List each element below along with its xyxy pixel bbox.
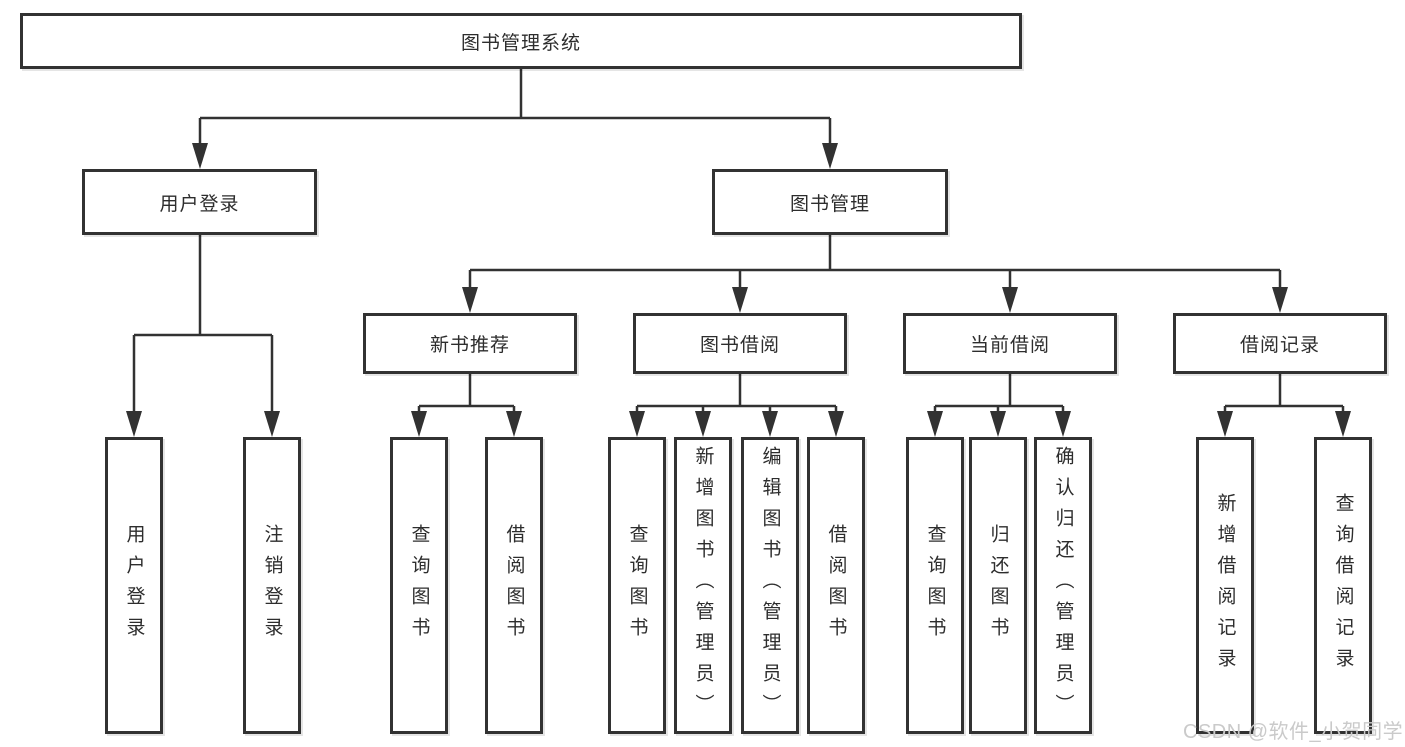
node-borrow-books-borrowing: 借阅图书	[807, 437, 865, 734]
node-label: 查询图书	[408, 523, 430, 648]
node-user-login: 用户登录	[105, 437, 163, 734]
node-edit-book-admin: 编辑图书（管理员）	[741, 437, 799, 734]
node-label: 查询图书	[924, 523, 946, 648]
node-label: 用户登录	[123, 523, 145, 648]
node-label: 归还图书	[987, 523, 1009, 648]
node-query-books-current: 查询图书	[906, 437, 964, 734]
node-label: 用户登录	[159, 193, 240, 215]
node-borrow-records: 借阅记录	[1173, 313, 1387, 374]
node-query-borrow-record: 查询借阅记录	[1314, 437, 1372, 734]
node-label: 借阅图书	[825, 523, 847, 648]
node-label: 新书推荐	[429, 335, 510, 356]
node-query-books-borrowing: 查询图书	[608, 437, 666, 734]
watermark-text: CSDN @软件_小贺同学	[1183, 721, 1404, 743]
node-new-book-recommend: 新书推荐	[363, 313, 577, 374]
node-confirm-return-admin: 确认归还（管理员）	[1034, 437, 1092, 734]
node-return-books: 归还图书	[969, 437, 1027, 734]
node-label: 查询图书	[626, 523, 648, 648]
node-label: 当前借阅	[969, 335, 1050, 356]
node-label: 新增图书（管理员）	[692, 446, 714, 725]
node-borrow-books-recommend: 借阅图书	[485, 437, 543, 734]
node-label: 编辑图书（管理员）	[759, 446, 781, 725]
node-current-borrowing: 当前借阅	[903, 313, 1117, 374]
node-user-login-group: 用户登录	[82, 169, 317, 235]
node-label: 图书管理系统	[460, 32, 581, 54]
node-add-borrow-record: 新增借阅记录	[1196, 437, 1254, 734]
node-book-management: 图书管理	[712, 169, 948, 235]
node-label: 查询借阅记录	[1332, 492, 1354, 679]
node-label: 图书管理	[789, 193, 870, 215]
arrowheads	[126, 143, 1351, 437]
node-label: 注销登录	[261, 523, 283, 648]
node-add-book-admin: 新增图书（管理员）	[674, 437, 732, 734]
node-book-borrowing: 图书借阅	[633, 313, 847, 374]
node-query-books-recommend: 查询图书	[390, 437, 448, 734]
node-label: 借阅记录	[1239, 335, 1320, 356]
node-label: 新增借阅记录	[1214, 492, 1236, 679]
node-label: 借阅图书	[503, 523, 525, 648]
node-label: 确认归还（管理员）	[1052, 446, 1074, 725]
node-library-management-system: 图书管理系统	[20, 13, 1022, 69]
node-logout: 注销登录	[243, 437, 301, 734]
node-label: 图书借阅	[699, 335, 780, 356]
